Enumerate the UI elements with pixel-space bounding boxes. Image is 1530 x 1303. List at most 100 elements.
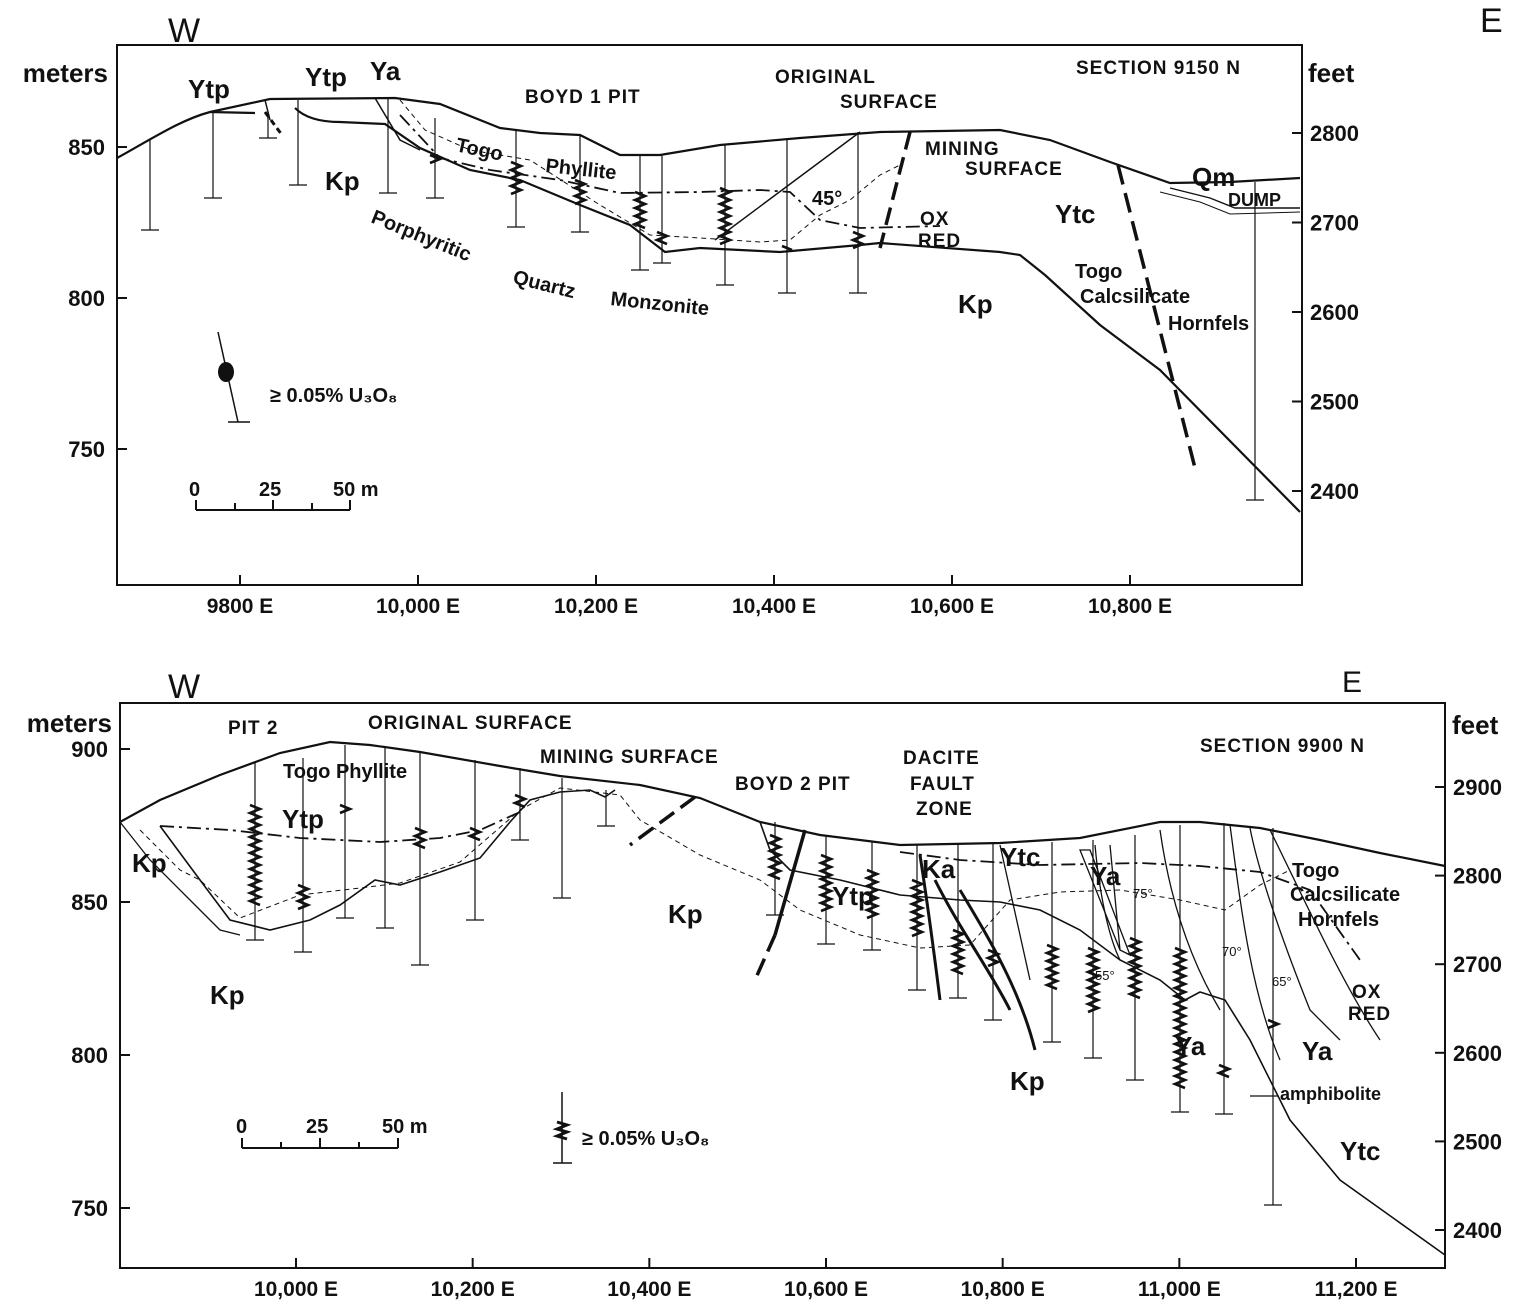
top-section: W E meters feet SECTION 9150 N 850800750… (23, 2, 1503, 618)
top-label-quartz: Quartz (511, 267, 578, 304)
top-scale-end: 50 m (333, 479, 379, 501)
bottom-left-unit: meters (27, 708, 112, 738)
top-dump-outline (1169, 187, 1300, 209)
top-label-red: RED (918, 231, 961, 252)
bottom-drill-hole (553, 778, 571, 899)
top-drill-hole (631, 155, 649, 271)
bottom-left-tick-label: 850 (71, 890, 108, 915)
bottom-x-tick-label: 11,200 E (1315, 1278, 1398, 1301)
bottom-label-d55: 55° (1095, 968, 1115, 983)
bottom-contact-4 (1159, 829, 1221, 1011)
top-label-togo: Togo (454, 134, 505, 165)
bottom-right-tick-label: 2500 (1453, 1129, 1502, 1154)
top-mining-surface (209, 107, 1301, 513)
top-west-label: W (168, 12, 200, 50)
top-label-ya: Ya (370, 56, 401, 86)
bottom-drill-hole (1043, 842, 1061, 1043)
bottom-label-red: RED (1348, 1004, 1391, 1025)
bottom-left-tick-label: 800 (71, 1043, 108, 1068)
bottom-label-dacite: DACITE (903, 748, 980, 769)
top-fault-2 (1116, 164, 1197, 469)
top-left-tick-label: 850 (68, 135, 105, 160)
bottom-x-tick-label: 10,400 E (607, 1278, 691, 1301)
top-label-kp-1: Kp (325, 166, 360, 196)
top-drill-hole (426, 118, 444, 199)
bottom-drill-hole (766, 822, 784, 916)
bottom-drill-hole (984, 844, 1002, 1021)
top-drill-hole (849, 132, 867, 294)
top-label-kp-2: Kp (958, 289, 993, 319)
bottom-drill-hole (411, 752, 429, 966)
bottom-west-label: W (168, 668, 200, 706)
bottom-drill-hole (597, 790, 615, 827)
bottom-drill-hole (246, 762, 264, 941)
top-x-tick-label: 10,800 E (1088, 595, 1172, 618)
top-drill-holes (141, 98, 1264, 501)
bottom-drill-hole (336, 745, 354, 919)
bottom-contact-1 (999, 844, 1031, 981)
top-legend: ≥ 0.05% U₃O₈ (217, 331, 397, 423)
top-label-ox: OX (920, 209, 949, 230)
bottom-kp-contact (119, 821, 241, 936)
top-label-dump: DUMP (1228, 190, 1281, 210)
bottom-drill-hole (1215, 823, 1233, 1115)
bottom-right-tick-label: 2800 (1453, 864, 1502, 889)
bottom-label-ytc-1: Ytc (1000, 842, 1040, 872)
bottom-east-label: E (1342, 666, 1362, 699)
bottom-scale-end: 50 m (382, 1116, 428, 1138)
top-drill-hole (1246, 182, 1264, 501)
bottom-drill-hole (949, 844, 967, 999)
bottom-label-d70: 70° (1222, 944, 1242, 959)
top-drill-hole (653, 155, 671, 264)
bottom-fault-heavy-2 (918, 854, 942, 1001)
top-label-dip: 45° (812, 188, 842, 210)
bottom-drill-hole (908, 845, 926, 991)
top-scale-zero: 0 (189, 479, 200, 501)
top-label-togo-2: Togo (1075, 261, 1122, 283)
bottom-section: W E meters feet SECTION 9900 N 900850800… (27, 666, 1502, 1301)
bottom-drill-hole (1264, 828, 1282, 1206)
top-x-tick-label: 10,000 E (376, 595, 460, 618)
bottom-frame (119, 702, 1446, 1269)
bottom-drill-hole (466, 760, 484, 921)
bottom-fault-heavy-3 (933, 879, 1012, 1011)
bottom-fault-heavy-1 (773, 829, 807, 936)
bottom-contact-3 (1109, 844, 1121, 951)
bottom-left-tick-label: 900 (71, 737, 108, 762)
bottom-fault-dashed-1 (628, 795, 697, 847)
bottom-drill-hole (817, 836, 835, 945)
bottom-right-tick-label: 2900 (1453, 775, 1502, 800)
bottom-label-boyd2: BOYD 2 PIT (735, 774, 851, 795)
bottom-fault-dashed-2 (753, 934, 777, 981)
top-label-ytp-2: Ytp (305, 62, 347, 92)
top-drill-hole (379, 98, 397, 194)
top-left-tick-label: 750 (68, 437, 105, 462)
top-drill-hole (289, 100, 307, 186)
bottom-label-ya-2: Ya (1175, 1031, 1206, 1061)
bottom-pit2-wall (759, 821, 1446, 1256)
bottom-drill-hole (511, 768, 529, 841)
bottom-drill-holes (246, 745, 1282, 1206)
bottom-label-calcsilicate: Calcsilicate (1290, 884, 1400, 906)
top-ya-contact (264, 97, 421, 151)
bottom-label-ox: OX (1352, 982, 1381, 1003)
bottom-label-original-surface: ORIGINAL SURFACE (368, 713, 573, 734)
bottom-contact-5 (1229, 824, 1281, 1061)
bottom-mining-surface (159, 789, 616, 931)
top-label-original: ORIGINAL (775, 67, 876, 88)
top-label-ytp-1: Ytp (188, 74, 230, 104)
top-x-tick-label: 9800 E (207, 595, 274, 618)
top-frame (116, 44, 1303, 586)
top-label-hornfels: Hornfels (1168, 313, 1249, 335)
bottom-scale-mid: 25 (306, 1116, 328, 1138)
top-drill-hole (259, 112, 277, 139)
top-right-tick-label: 2400 (1310, 479, 1359, 504)
bottom-label-zone: ZONE (916, 799, 973, 820)
bottom-drill-hole (294, 758, 312, 953)
top-x-tick-label: 10,200 E (554, 595, 638, 618)
